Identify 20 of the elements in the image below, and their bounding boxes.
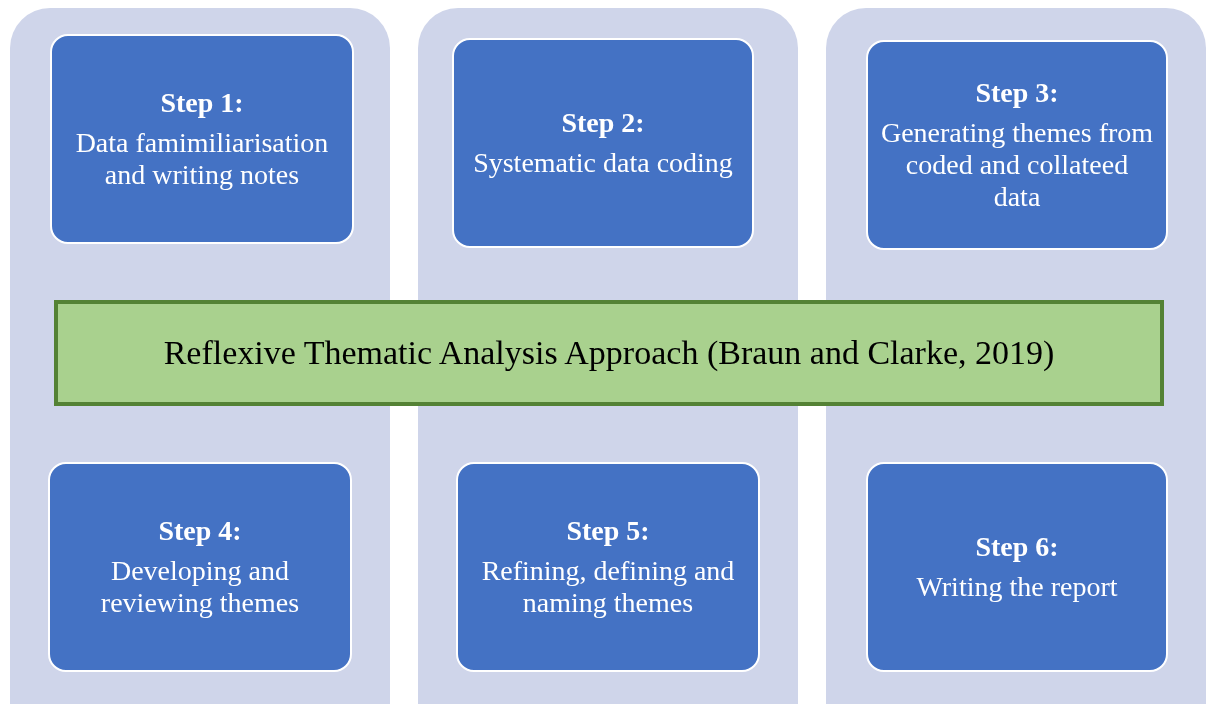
step-heading: Step 3: <box>975 76 1059 109</box>
step-box <box>50 34 354 244</box>
step-description: Systematic data coding <box>473 147 733 180</box>
step-box <box>866 462 1168 672</box>
step-heading: Step 1: <box>160 86 244 119</box>
step-description: Developing and reviewing themes <box>99 554 301 620</box>
step-description: Refining, defining and naming themes <box>480 554 736 620</box>
step-description: Data famimiliarisation and writing notes <box>74 126 330 192</box>
step-box <box>456 462 760 672</box>
step-description: Writing the report <box>916 571 1118 604</box>
step-box <box>48 462 352 672</box>
step-heading: Step 6: <box>975 530 1059 563</box>
step-description: Generating themes from coded and collateed data <box>880 116 1154 214</box>
banner-title: Reflexive Thematic Analysis Approach (Braun and Clarke, 2019) <box>163 334 1055 372</box>
step-heading: Step 4: <box>158 514 242 547</box>
step-box <box>452 38 754 248</box>
title-banner <box>54 300 1164 406</box>
step-box <box>866 40 1168 250</box>
step-heading: Step 5: <box>566 514 650 547</box>
step-heading: Step 2: <box>561 106 645 139</box>
